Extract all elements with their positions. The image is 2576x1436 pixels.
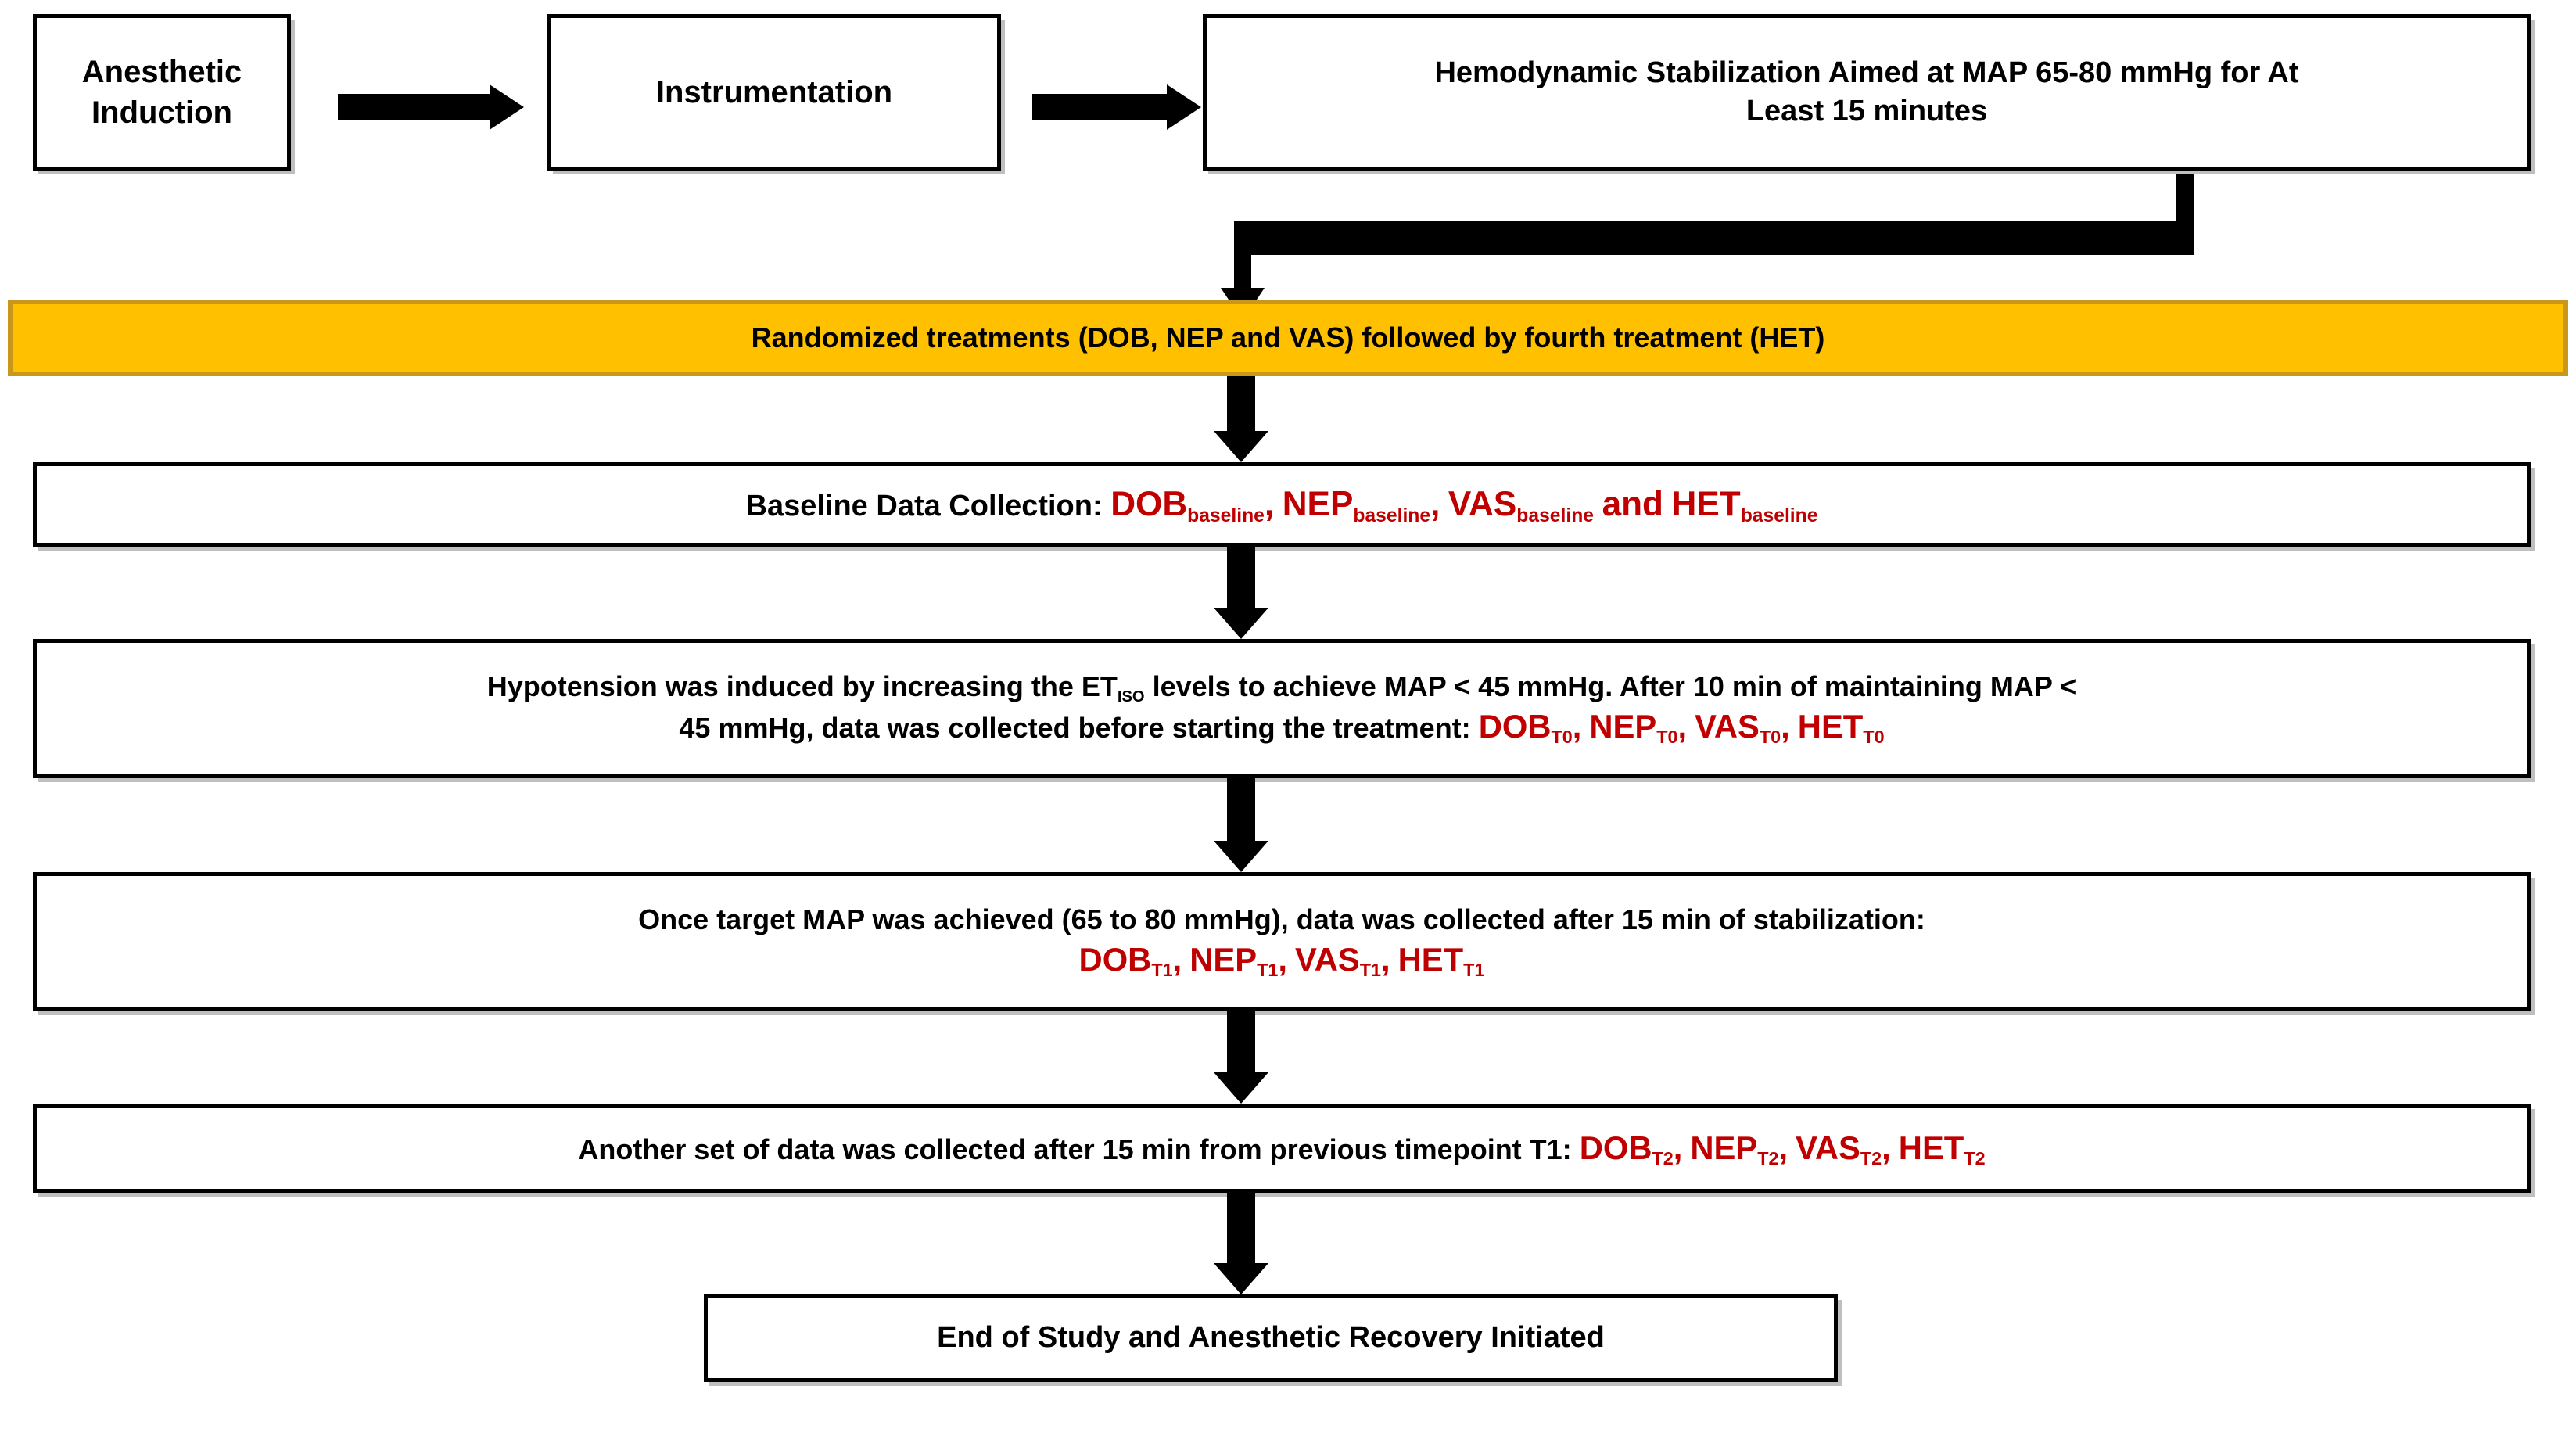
arrow-head	[1214, 1263, 1268, 1294]
hypotension-treatment-nep: NEPT0,	[1589, 708, 1688, 748]
arrow-head	[1214, 608, 1268, 639]
box-baseline-text: Baseline Data Collection: DOBbaseline, N…	[51, 482, 2513, 526]
box-hemodynamic-stabilization-line2: Least 15 minutes	[1745, 95, 1988, 127]
baseline-treatment-dob: DOBbaseline,	[1110, 485, 1275, 526]
subscript-t2: T2	[1964, 1147, 1986, 1169]
box-target-map-line1: Once target MAP was achieved (65 to 80 m…	[638, 903, 1925, 936]
box-hypotension-induction: Hypotension was induced by increasing th…	[33, 639, 2531, 778]
target-map-treatment-nep: NEPT1,	[1189, 941, 1287, 981]
arrow-instrumentation-to-stabilization	[1032, 84, 1201, 130]
second-set-treatment-vas: VAST2,	[1796, 1129, 1891, 1169]
target-map-treatment-dob: DOBT1,	[1078, 941, 1182, 981]
arrow-shaft	[1227, 547, 1255, 608]
subscript-baseline: baseline	[1516, 504, 1595, 526]
hypotension-line1-a: Hypotension was induced by increasing th…	[486, 670, 1118, 703]
baseline-lead-label: Baseline Data Collection:	[745, 490, 1103, 523]
second-set-treatment-dob: DOBT2,	[1579, 1129, 1683, 1169]
bar-randomized-treatments-label: Randomized treatments (DOB, NEP and VAS)…	[751, 321, 1825, 354]
hypotension-treatment-dob: DOBT0,	[1478, 708, 1582, 748]
box-second-data-set: Another set of data was collected after …	[33, 1104, 2531, 1193]
connector-vertical-left-segment	[1234, 221, 1251, 297]
arrow-shaft	[1032, 94, 1167, 120]
box-hemodynamic-stabilization: Hemodynamic Stabilization Aimed at MAP 6…	[1203, 14, 2531, 171]
box-hypotension-line2: 45 mmHg, data was collected before start…	[51, 705, 2513, 748]
subscript-t2: T2	[1860, 1147, 1882, 1169]
baseline-treatment-nep: NEPbaseline,	[1282, 485, 1440, 526]
hypotension-line2-lead: 45 mmHg, data was collected before start…	[679, 712, 1471, 745]
subscript-t1: T1	[1463, 960, 1485, 981]
baseline-conjunction: and	[1602, 485, 1663, 524]
subscript-t1: T1	[1257, 960, 1279, 981]
arrow-induction-to-instrumentation	[338, 84, 524, 130]
baseline-treatment-het: HETbaseline	[1671, 485, 1818, 526]
arrow-second-set-to-end	[1214, 1193, 1268, 1294]
subscript-t2: T2	[1652, 1147, 1674, 1169]
box-second-data-set-text: Another set of data was collected after …	[51, 1127, 2513, 1169]
subscript-t0: T0	[1863, 727, 1885, 748]
box-anesthetic-induction-line2: Induction	[91, 95, 232, 130]
arrow-head	[1214, 1072, 1268, 1104]
box-end-of-study: End of Study and Anesthetic Recovery Ini…	[704, 1294, 1838, 1382]
subscript-baseline: baseline	[1740, 504, 1818, 526]
box-hemodynamic-stabilization-line1: Hemodynamic Stabilization Aimed at MAP 6…	[1434, 56, 2299, 89]
second-set-lead-label: Another set of data was collected after …	[578, 1133, 1572, 1165]
baseline-treatment-vas: VASbaseline	[1448, 485, 1595, 526]
box-target-map-line2: DOBT1, NEPT1, VAST1, HETT1	[51, 939, 2513, 981]
arrow-head	[490, 84, 524, 130]
box-anesthetic-induction: Anesthetic Induction	[33, 14, 291, 171]
arrow-head	[1214, 431, 1268, 462]
subscript-t0: T0	[1656, 727, 1678, 748]
hypotension-treatment-vas: VAST0,	[1695, 708, 1790, 748]
subscript-baseline: baseline	[1187, 504, 1265, 526]
arrow-target-map-to-second-set	[1214, 1011, 1268, 1104]
subscript-t1: T1	[1359, 960, 1382, 981]
arrow-shaft	[338, 94, 490, 120]
subscript-baseline: baseline	[1353, 504, 1431, 526]
arrow-shaft	[1227, 376, 1255, 431]
arrow-randomization-to-baseline	[1214, 376, 1268, 462]
second-set-treatment-het: HETT2	[1898, 1129, 1986, 1169]
box-hypotension-line1: Hypotension was induced by increasing th…	[51, 669, 2513, 705]
box-baseline-data-collection: Baseline Data Collection: DOBbaseline, N…	[33, 462, 2531, 547]
subscript-iso: ISO	[1117, 687, 1145, 705]
target-map-treatment-vas: VAST1,	[1295, 941, 1390, 981]
second-set-treatment-nep: NEPT2,	[1690, 1129, 1788, 1169]
subscript-t0: T0	[1759, 727, 1781, 748]
box-end-of-study-label: End of Study and Anesthetic Recovery Ini…	[937, 1321, 1605, 1355]
box-anesthetic-induction-line1: Anesthetic	[81, 55, 242, 89]
subscript-t2: T2	[1757, 1147, 1779, 1169]
bar-randomized-treatments: Randomized treatments (DOB, NEP and VAS)…	[8, 300, 2568, 376]
arrow-baseline-to-hypotension	[1214, 547, 1268, 639]
arrow-shaft	[1227, 1011, 1255, 1072]
arrow-head	[1214, 841, 1268, 872]
target-map-treatment-het: HETT1	[1397, 941, 1485, 981]
hypotension-line1-b: levels to achieve MAP < 45 mmHg. After 1…	[1144, 670, 2077, 703]
arrow-shaft	[1227, 1193, 1255, 1263]
box-instrumentation: Instrumentation	[547, 14, 1001, 171]
hypotension-treatment-het: HETT0	[1797, 708, 1885, 748]
arrow-hypotension-to-target-map	[1214, 778, 1268, 872]
box-instrumentation-label: Instrumentation	[655, 75, 893, 109]
subscript-t0: T0	[1551, 727, 1573, 748]
arrow-head	[1167, 84, 1201, 130]
subscript-t1: T1	[1151, 960, 1173, 981]
box-target-map-achieved: Once target MAP was achieved (65 to 80 m…	[33, 872, 2531, 1011]
connector-horizontal-segment	[1234, 221, 2194, 255]
arrow-shaft	[1227, 778, 1255, 841]
